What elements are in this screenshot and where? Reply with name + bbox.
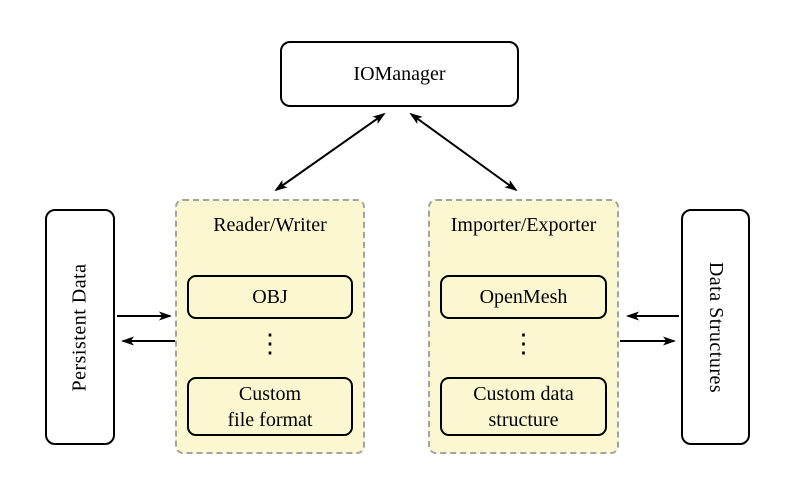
persistent-data-label: Persistent Data: [68, 262, 91, 392]
node-persistent-data: Persistent Data: [45, 209, 115, 445]
data-structures-label: Data Structures: [705, 261, 728, 393]
iomanager-label: IOManager: [353, 62, 446, 85]
node-obj: OBJ: [187, 275, 353, 319]
vertical-ellipsis: ⋮: [510, 329, 537, 358]
vertical-ellipsis: ⋮: [257, 329, 283, 358]
node-custom-file-format: Custom file format: [187, 377, 353, 436]
reader-writer-title: Reader/Writer: [213, 214, 327, 236]
arrow-iomanager-readerwriter: [274, 112, 386, 192]
panel-reader-writer: Reader/Writer OBJ ⋮ Custom file format: [175, 199, 365, 454]
node-iomanager: IOManager: [280, 41, 519, 107]
importer-exporter-title: Importer/Exporter: [450, 214, 597, 236]
arrow-iomanager-importerexporter: [409, 112, 518, 192]
node-openmesh: OpenMesh: [440, 275, 607, 319]
panel-importer-exporter: Importer/Exporter OpenMesh ⋮ Custom data…: [428, 199, 619, 454]
node-custom-data-structure: Custom data structure: [440, 377, 607, 436]
node-data-structures: Data Structures: [681, 209, 750, 445]
